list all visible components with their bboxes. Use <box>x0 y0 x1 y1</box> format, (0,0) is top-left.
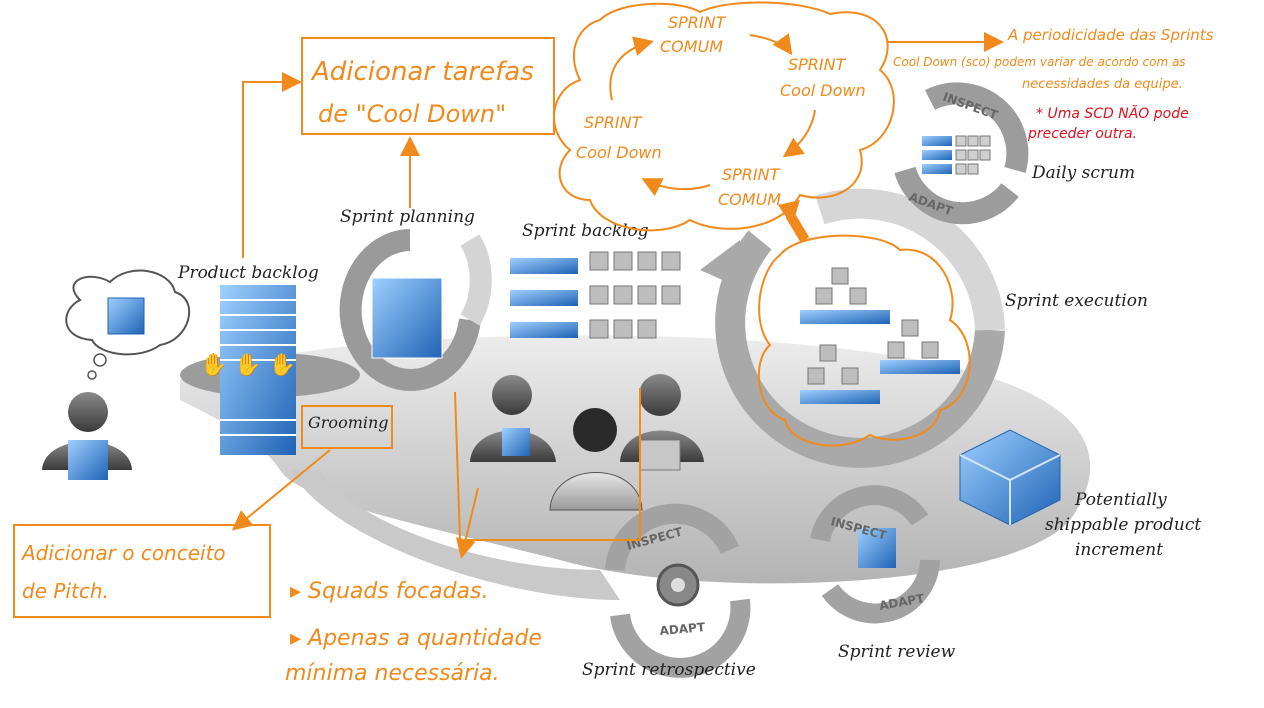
cloud-sprint-comum-bottom-2: COMUM <box>718 190 781 209</box>
svg-text:✋ ✋ ✋: ✋ ✋ ✋ <box>200 352 296 378</box>
sprint-planning-label: Sprint planning <box>340 207 475 227</box>
potentially-label-2: shippable product <box>1045 515 1201 535</box>
retro-adapt-text: ADAPT <box>659 620 706 638</box>
pitch-box <box>13 524 271 618</box>
sprint-cloud <box>553 1 895 232</box>
cloud-cooldown-left-2: Cool Down <box>576 143 662 162</box>
sprint-review-label: Sprint review <box>838 642 956 662</box>
grooming-box <box>301 405 393 449</box>
cooldown-box <box>301 37 555 135</box>
minimum-note-2: mínima necessária. <box>285 661 500 686</box>
periodicity-line2: Cool Down (sco) podem variar de acordo c… <box>893 55 1186 69</box>
cloud-sprint-comum-top-2: COMUM <box>660 37 723 56</box>
daily-scrum-cycle <box>894 82 1029 225</box>
potentially-label-1: Potentially <box>1074 490 1167 510</box>
sprint-retrospective-cycle <box>605 503 751 678</box>
grooming-label: Grooming <box>308 413 389 432</box>
squads-note: ▸ Squads focadas. <box>290 579 489 604</box>
note-line2: preceder outra. <box>1027 126 1137 142</box>
cloud-sprint-comum-bottom-1: SPRINT <box>722 165 781 184</box>
daily-scrum-label: Daily scrum <box>1031 163 1135 183</box>
cloud-cooldown-right-2: Cool Down <box>780 81 866 100</box>
cloud-cooldown-right-1: SPRINT <box>788 55 847 74</box>
sprint-review-cycle <box>810 485 940 624</box>
execution-outline <box>757 234 971 447</box>
shippable-increment-cube <box>959 429 1061 526</box>
minimum-note-1: ▸ Apenas a quantidade <box>290 626 542 651</box>
cooldown-box-line2: de "Cool Down" <box>318 100 506 128</box>
pitch-box-line1: Adicionar o conceito <box>20 541 226 565</box>
cooldown-box-line1: Adicionar tarefas <box>310 57 534 87</box>
product-owner-figure <box>42 269 191 480</box>
product-backlog-label: Product backlog <box>177 263 319 283</box>
cloud-cooldown-left-1: SPRINT <box>584 113 643 132</box>
pitch-box-line2: de Pitch. <box>22 579 109 603</box>
periodicity-line3: necessidades da equipe. <box>1022 77 1183 92</box>
annotations: Adicionar tarefas de "Cool Down" Groomin… <box>13 1 1214 686</box>
sprint-retrospective-label: Sprint retrospective <box>582 660 756 680</box>
product-backlog-stack: ✋ ✋ ✋ <box>180 285 360 455</box>
sprint-execution-label: Sprint execution <box>1005 291 1148 311</box>
sprint-planning-cycle <box>339 229 492 391</box>
periodicity-line1: A periodicidade das Sprints <box>1007 26 1214 44</box>
cloud-sprint-comum-top-1: SPRINT <box>668 13 727 32</box>
sprint-backlog-grid <box>510 251 681 339</box>
sprint-backlog-label: Sprint backlog <box>522 221 649 241</box>
note-line1: * Uma SCD NÃO pode <box>1036 105 1189 122</box>
potentially-label-3: increment <box>1075 540 1163 560</box>
